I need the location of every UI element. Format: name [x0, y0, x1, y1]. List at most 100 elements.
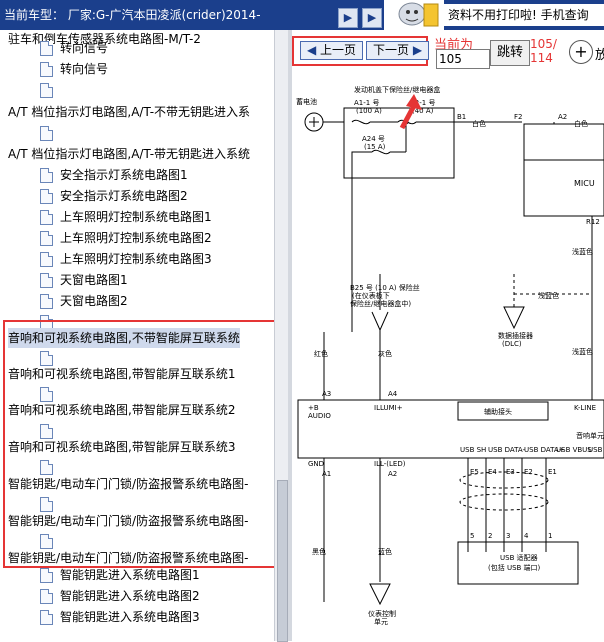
mascot-icon [384, 0, 444, 30]
tree-item[interactable]: 上车照明灯控制系统电路图2 [60, 231, 212, 245]
svg-text:USB VBUS: USB VBUS [556, 446, 592, 454]
svg-text:A4: A4 [388, 390, 398, 398]
jump-button[interactable]: 跳转 [490, 40, 530, 66]
tree-item[interactable]: 上车照明灯控制系统电路图1 [60, 210, 212, 224]
document-icon [40, 41, 53, 56]
document-icon [40, 62, 53, 77]
document-icon [40, 273, 53, 288]
promo-banner[interactable]: 资料不用打印啦! 手机查询 [444, 4, 604, 26]
selection-highlight-box [3, 320, 274, 568]
svg-text:K-LINE: K-LINE [574, 404, 596, 412]
document-icon [40, 210, 53, 225]
tree-item[interactable]: 天窗电路图2 [60, 294, 128, 308]
document-icon [40, 294, 53, 309]
svg-text:白色: 白色 [574, 119, 588, 128]
svg-text:(100 A): (100 A) [356, 107, 382, 115]
svg-text:红色: 红色 [314, 349, 328, 358]
title-bar: 当前车型： 厂家:G-广汽本田凌派(crider)2014- ▶ ▶ 资料不用打… [0, 0, 604, 30]
tree-item[interactable]: A/T 档位指示灯电路图,A/T-带无钥匙进入系统 [8, 147, 251, 161]
svg-text:仪表控制: 仪表控制 [368, 609, 396, 618]
svg-text:ILLUMI+: ILLUMI+ [374, 404, 403, 412]
page-total: 105/ 114 [530, 37, 557, 65]
tree-item[interactable]: 智能钥匙进入系统电路图1 [60, 568, 200, 582]
page-number-input[interactable] [436, 49, 490, 69]
right-arrow-icon: ▶ [409, 43, 423, 57]
zoom-label[interactable]: 放 [595, 48, 604, 63]
svg-text:3: 3 [506, 532, 510, 540]
svg-text:USB GN: USB GN [588, 446, 604, 454]
document-icon [40, 610, 53, 625]
document-icon [40, 460, 53, 475]
svg-text:单元: 单元 [374, 617, 388, 626]
svg-text:浅蓝色: 浅蓝色 [572, 247, 593, 256]
document-icon [40, 424, 53, 439]
tree-item[interactable]: 安全指示灯系统电路图2 [60, 189, 188, 203]
document-icon [40, 387, 53, 402]
tree-item[interactable]: 音响和可视系统电路图,带智能屏互联系统1 [8, 367, 236, 381]
annotation-arrow-icon [399, 94, 422, 130]
svg-text:(40 A): (40 A) [412, 107, 434, 115]
document-icon [40, 534, 53, 549]
tree-item[interactable]: 智能钥匙进入系统电路图2 [60, 589, 200, 603]
tree-item[interactable]: 音响和可视系统电路图,不带智能屏互联系统 [8, 328, 240, 348]
svg-text:(DLC): (DLC) [502, 340, 522, 348]
svg-text:4: 4 [524, 532, 529, 540]
vehicle-title: 当前车型： 厂家:G-广汽本田凌派(crider)2014- [4, 8, 261, 22]
document-icon [40, 252, 53, 267]
svg-text:A2: A2 [388, 470, 397, 478]
tree-item[interactable]: 音响和可视系统电路图,带智能屏互联系统3 [8, 440, 236, 454]
document-icon [40, 589, 53, 604]
tree-item[interactable]: 智能钥匙进入系统电路图3 [60, 610, 200, 624]
tree-item[interactable]: 转向信号 [60, 62, 109, 76]
svg-text:A2: A2 [558, 113, 567, 121]
svg-text:E3: E3 [506, 468, 515, 476]
document-icon [40, 189, 53, 204]
label-battery: 蓄电池 [296, 97, 317, 106]
tree-item[interactable]: 上车照明灯控制系统电路图3 [60, 252, 212, 266]
tree-item[interactable]: A/T 档位指示灯电路图,A/T-不带无钥匙进入系 [8, 105, 251, 119]
svg-text:(在仪表板下: (在仪表板下 [352, 291, 390, 300]
nav-right-arrow-icon[interactable]: ▶ [338, 8, 358, 28]
zoom-in-icon[interactable]: + [569, 40, 593, 64]
tree-item[interactable]: 安全指示灯系统电路图1 [60, 168, 188, 182]
tree-item[interactable]: 智能钥匙/电动车门门锁/防盗报警系统电路图- [8, 477, 249, 491]
svg-text:E5: E5 [470, 468, 479, 476]
tree-item[interactable]: 智能钥匙/电动车门门锁/防盗报警系统电路图- [8, 514, 249, 528]
next-page-button[interactable]: 下一页 ▶ [366, 41, 430, 60]
svg-text:浅蓝色: 浅蓝色 [538, 291, 559, 300]
svg-text:E4: E4 [488, 468, 497, 476]
svg-text:2: 2 [488, 532, 492, 540]
svg-text:(包括 USB 端口): (包括 USB 端口) [488, 563, 541, 572]
prev-page-button[interactable]: ◀ 上一页 [300, 41, 364, 60]
tree-item[interactable]: 驻车和倒车传感器系统电路图-M/T-2 [8, 32, 201, 46]
svg-text:黑色: 黑色 [312, 547, 326, 556]
diagram-viewer: ◀ 上一页 下一页 ▶ 当前为 跳转 105/ 114 + 放 [292, 30, 604, 641]
svg-text:E2: E2 [524, 468, 533, 476]
svg-text:AUDIO: AUDIO [308, 412, 331, 420]
tree-item[interactable]: 智能钥匙/电动车门门锁/防盗报警系统电路图- [8, 551, 249, 565]
document-icon [40, 568, 53, 583]
scrollbar-thumb[interactable] [277, 480, 288, 642]
tree-item[interactable]: 音响和可视系统电路图,带智能屏互联系统2 [8, 403, 236, 417]
svg-text:A1-1 号: A1-1 号 [354, 99, 379, 107]
svg-text:灰色: 灰色 [378, 349, 392, 358]
svg-text:1: 1 [548, 532, 552, 540]
wiring-diagram: 蓄电池 发动机盖下保险丝/继电器盒 A1-1 号 (100 A) A2-1 号 … [296, 85, 604, 626]
document-icon [40, 168, 53, 183]
svg-text:辅助接头: 辅助接头 [484, 407, 512, 416]
svg-text:蓝色: 蓝色 [378, 547, 392, 556]
tree-scrollbar[interactable] [274, 30, 289, 642]
svg-text:ILL-(LED): ILL-(LED) [374, 460, 406, 468]
nav-right-arrow-icon[interactable]: ▶ [362, 8, 382, 28]
document-icon [40, 83, 53, 98]
document-icon [40, 315, 53, 330]
pane-splitter[interactable] [288, 30, 292, 641]
svg-text:E1: E1 [548, 468, 557, 476]
svg-text:USB SH: USB SH [460, 446, 486, 454]
tree-item[interactable]: 转向信号 [60, 41, 109, 55]
document-icon [40, 497, 53, 512]
svg-text:5: 5 [470, 532, 474, 540]
left-arrow-icon: ◀ [307, 43, 321, 57]
tree-item[interactable]: 天窗电路图1 [60, 273, 128, 287]
